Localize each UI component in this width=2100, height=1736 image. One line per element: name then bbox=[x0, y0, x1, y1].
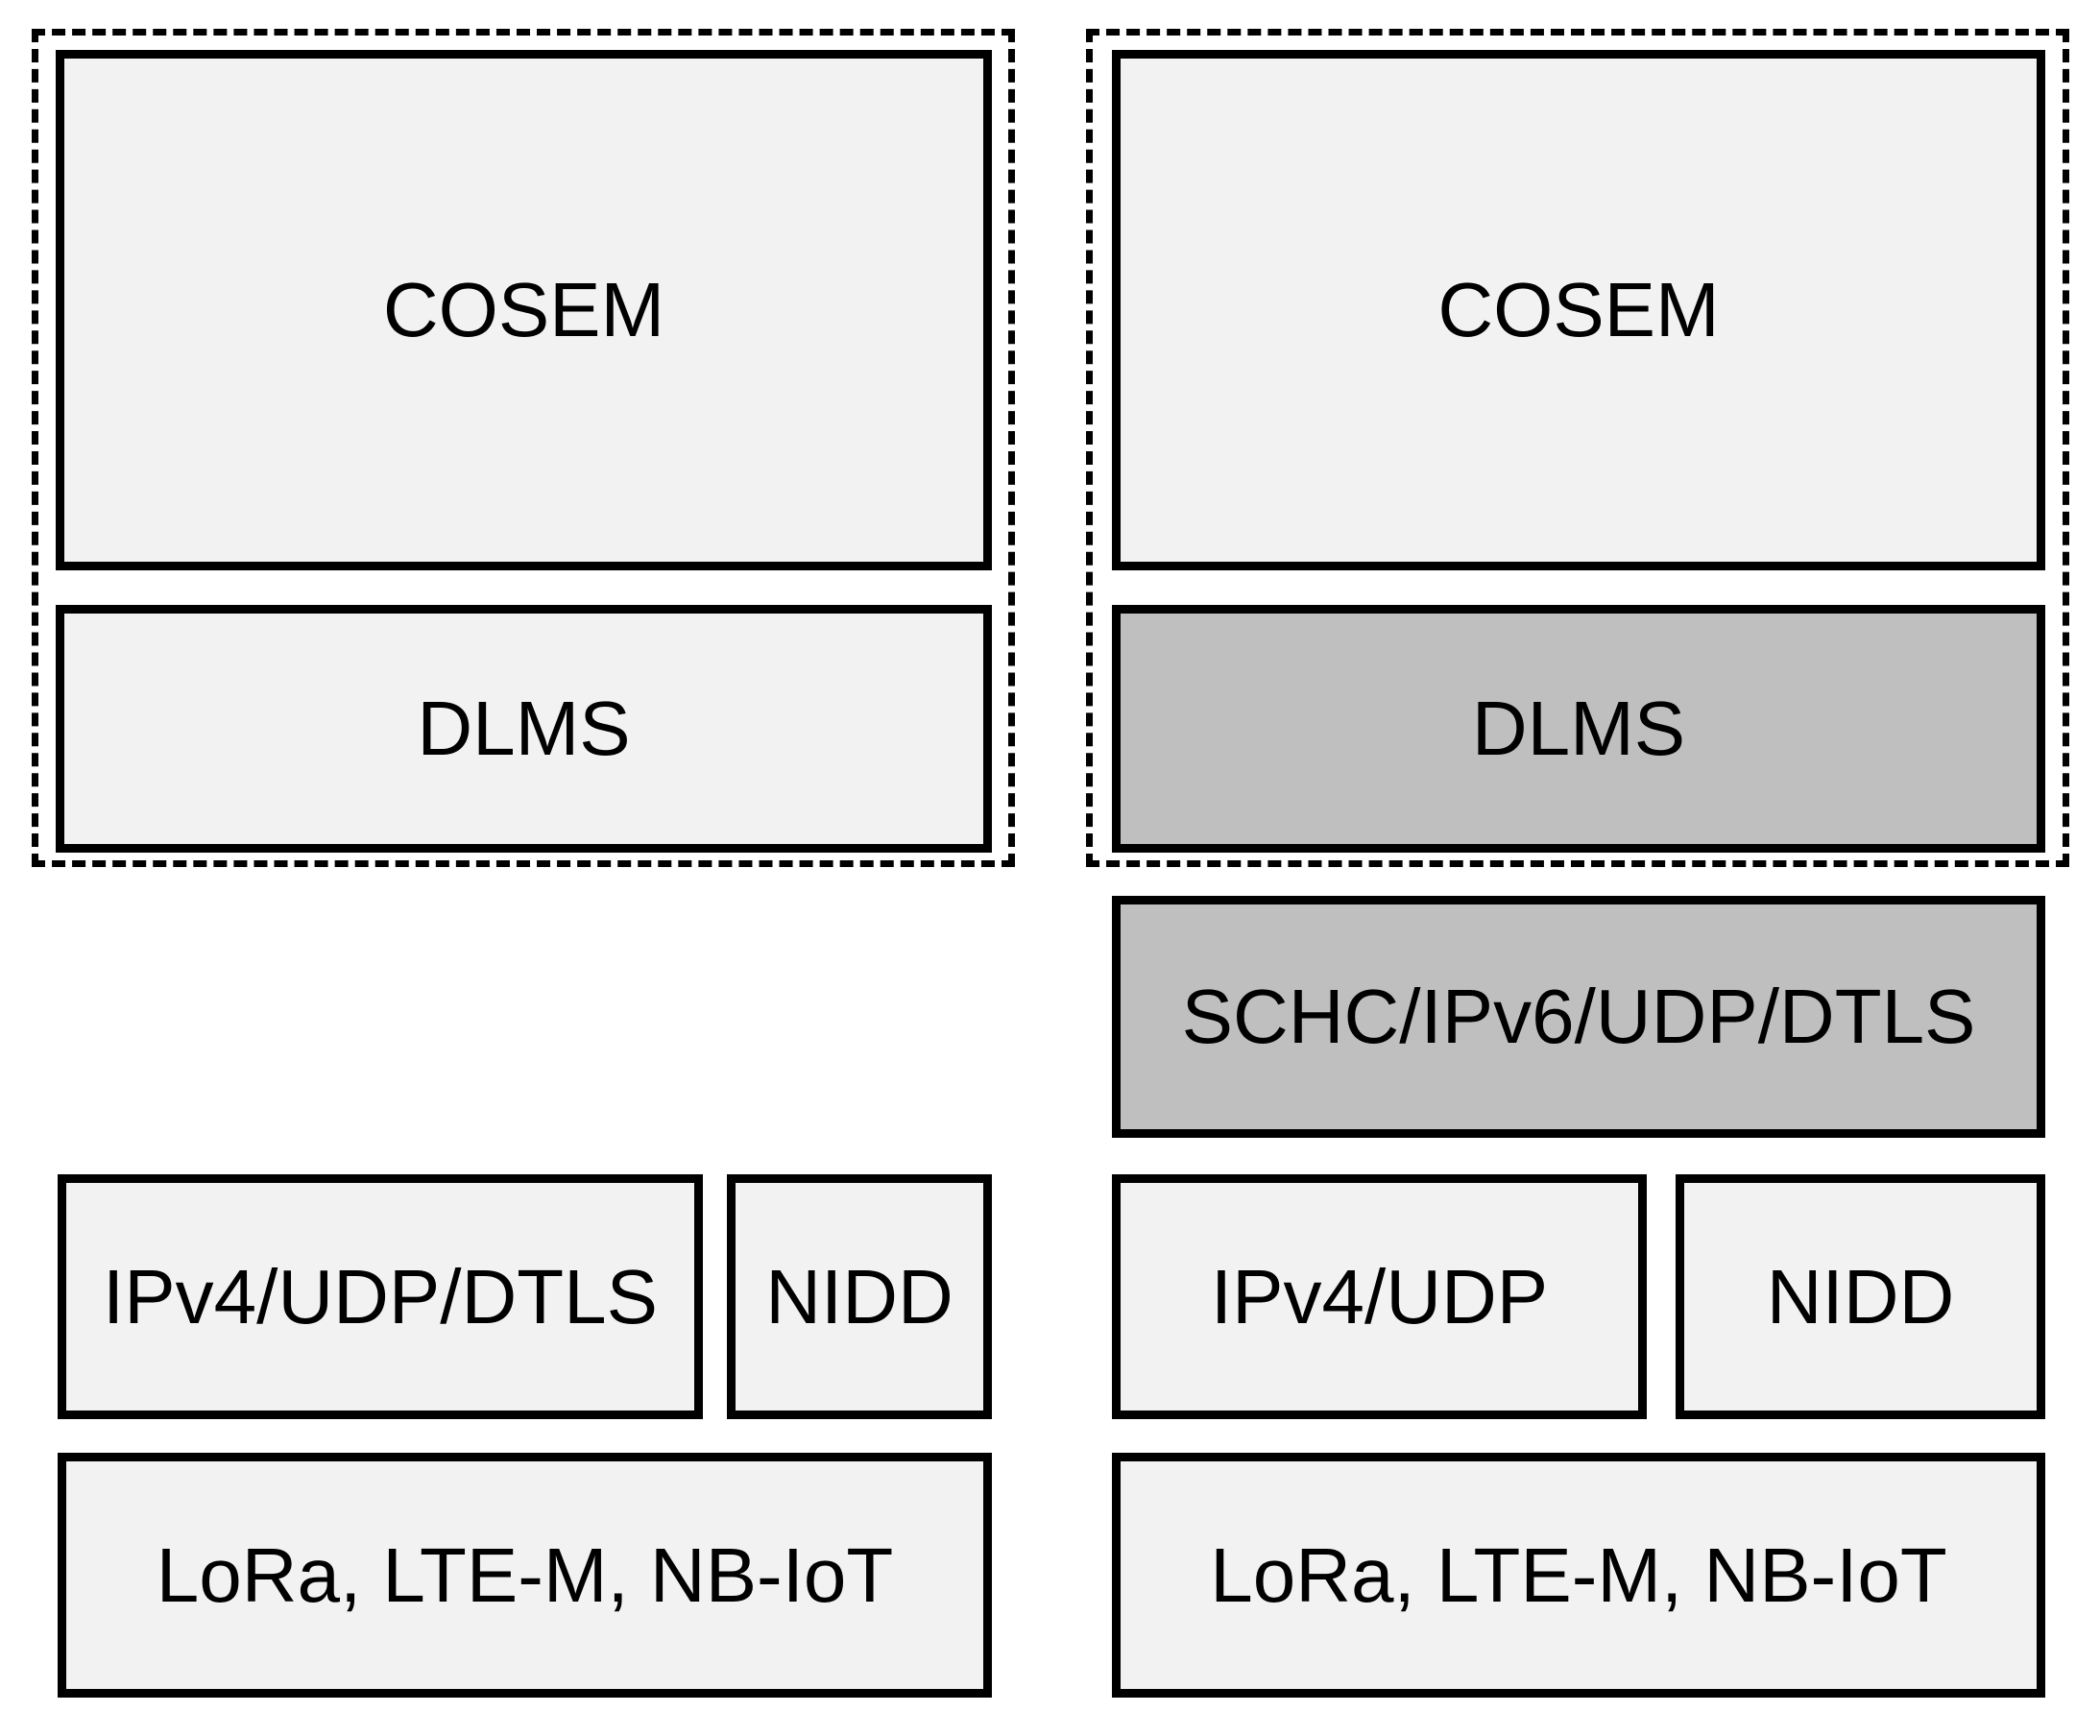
left-radio-link-box: LoRa, LTE-M, NB-IoT bbox=[58, 1453, 992, 1698]
right-cosem-label: COSEM bbox=[1437, 267, 1720, 352]
left-ipv4-udp-dtls-label: IPv4/UDP/DTLS bbox=[103, 1253, 658, 1339]
left-radio-link-label: LoRa, LTE-M, NB-IoT bbox=[156, 1531, 894, 1618]
left-nidd-label: NIDD bbox=[765, 1253, 953, 1339]
right-cosem-box: COSEM bbox=[1112, 50, 2045, 570]
left-dlms-cosem-dashed-group bbox=[32, 29, 1015, 867]
right-schc-ipv6-udp-dtls-label: SCHC/IPv6/UDP/DTLS bbox=[1181, 974, 1976, 1059]
left-cosem-label: COSEM bbox=[382, 267, 665, 352]
left-nidd-box: NIDD bbox=[727, 1174, 992, 1419]
right-dlms-box: DLMS bbox=[1112, 605, 2045, 853]
right-nidd-label: NIDD bbox=[1766, 1253, 1955, 1339]
right-dlms-label: DLMS bbox=[1471, 686, 1686, 771]
left-dlms-label: DLMS bbox=[417, 686, 631, 771]
right-nidd-box: NIDD bbox=[1676, 1174, 2045, 1419]
right-ipv4-udp-label: IPv4/UDP bbox=[1210, 1253, 1549, 1339]
right-schc-ipv6-udp-dtls-box: SCHC/IPv6/UDP/DTLS bbox=[1112, 896, 2045, 1138]
right-ipv4-udp-box: IPv4/UDP bbox=[1112, 1174, 1647, 1419]
left-ipv4-udp-dtls-box: IPv4/UDP/DTLS bbox=[58, 1174, 703, 1419]
right-dlms-cosem-dashed-group bbox=[1086, 29, 2069, 867]
left-cosem-box: COSEM bbox=[56, 50, 992, 570]
left-dlms-box: DLMS bbox=[56, 605, 992, 853]
right-radio-link-label: LoRa, LTE-M, NB-IoT bbox=[1210, 1531, 1947, 1618]
right-radio-link-box: LoRa, LTE-M, NB-IoT bbox=[1112, 1453, 2045, 1698]
